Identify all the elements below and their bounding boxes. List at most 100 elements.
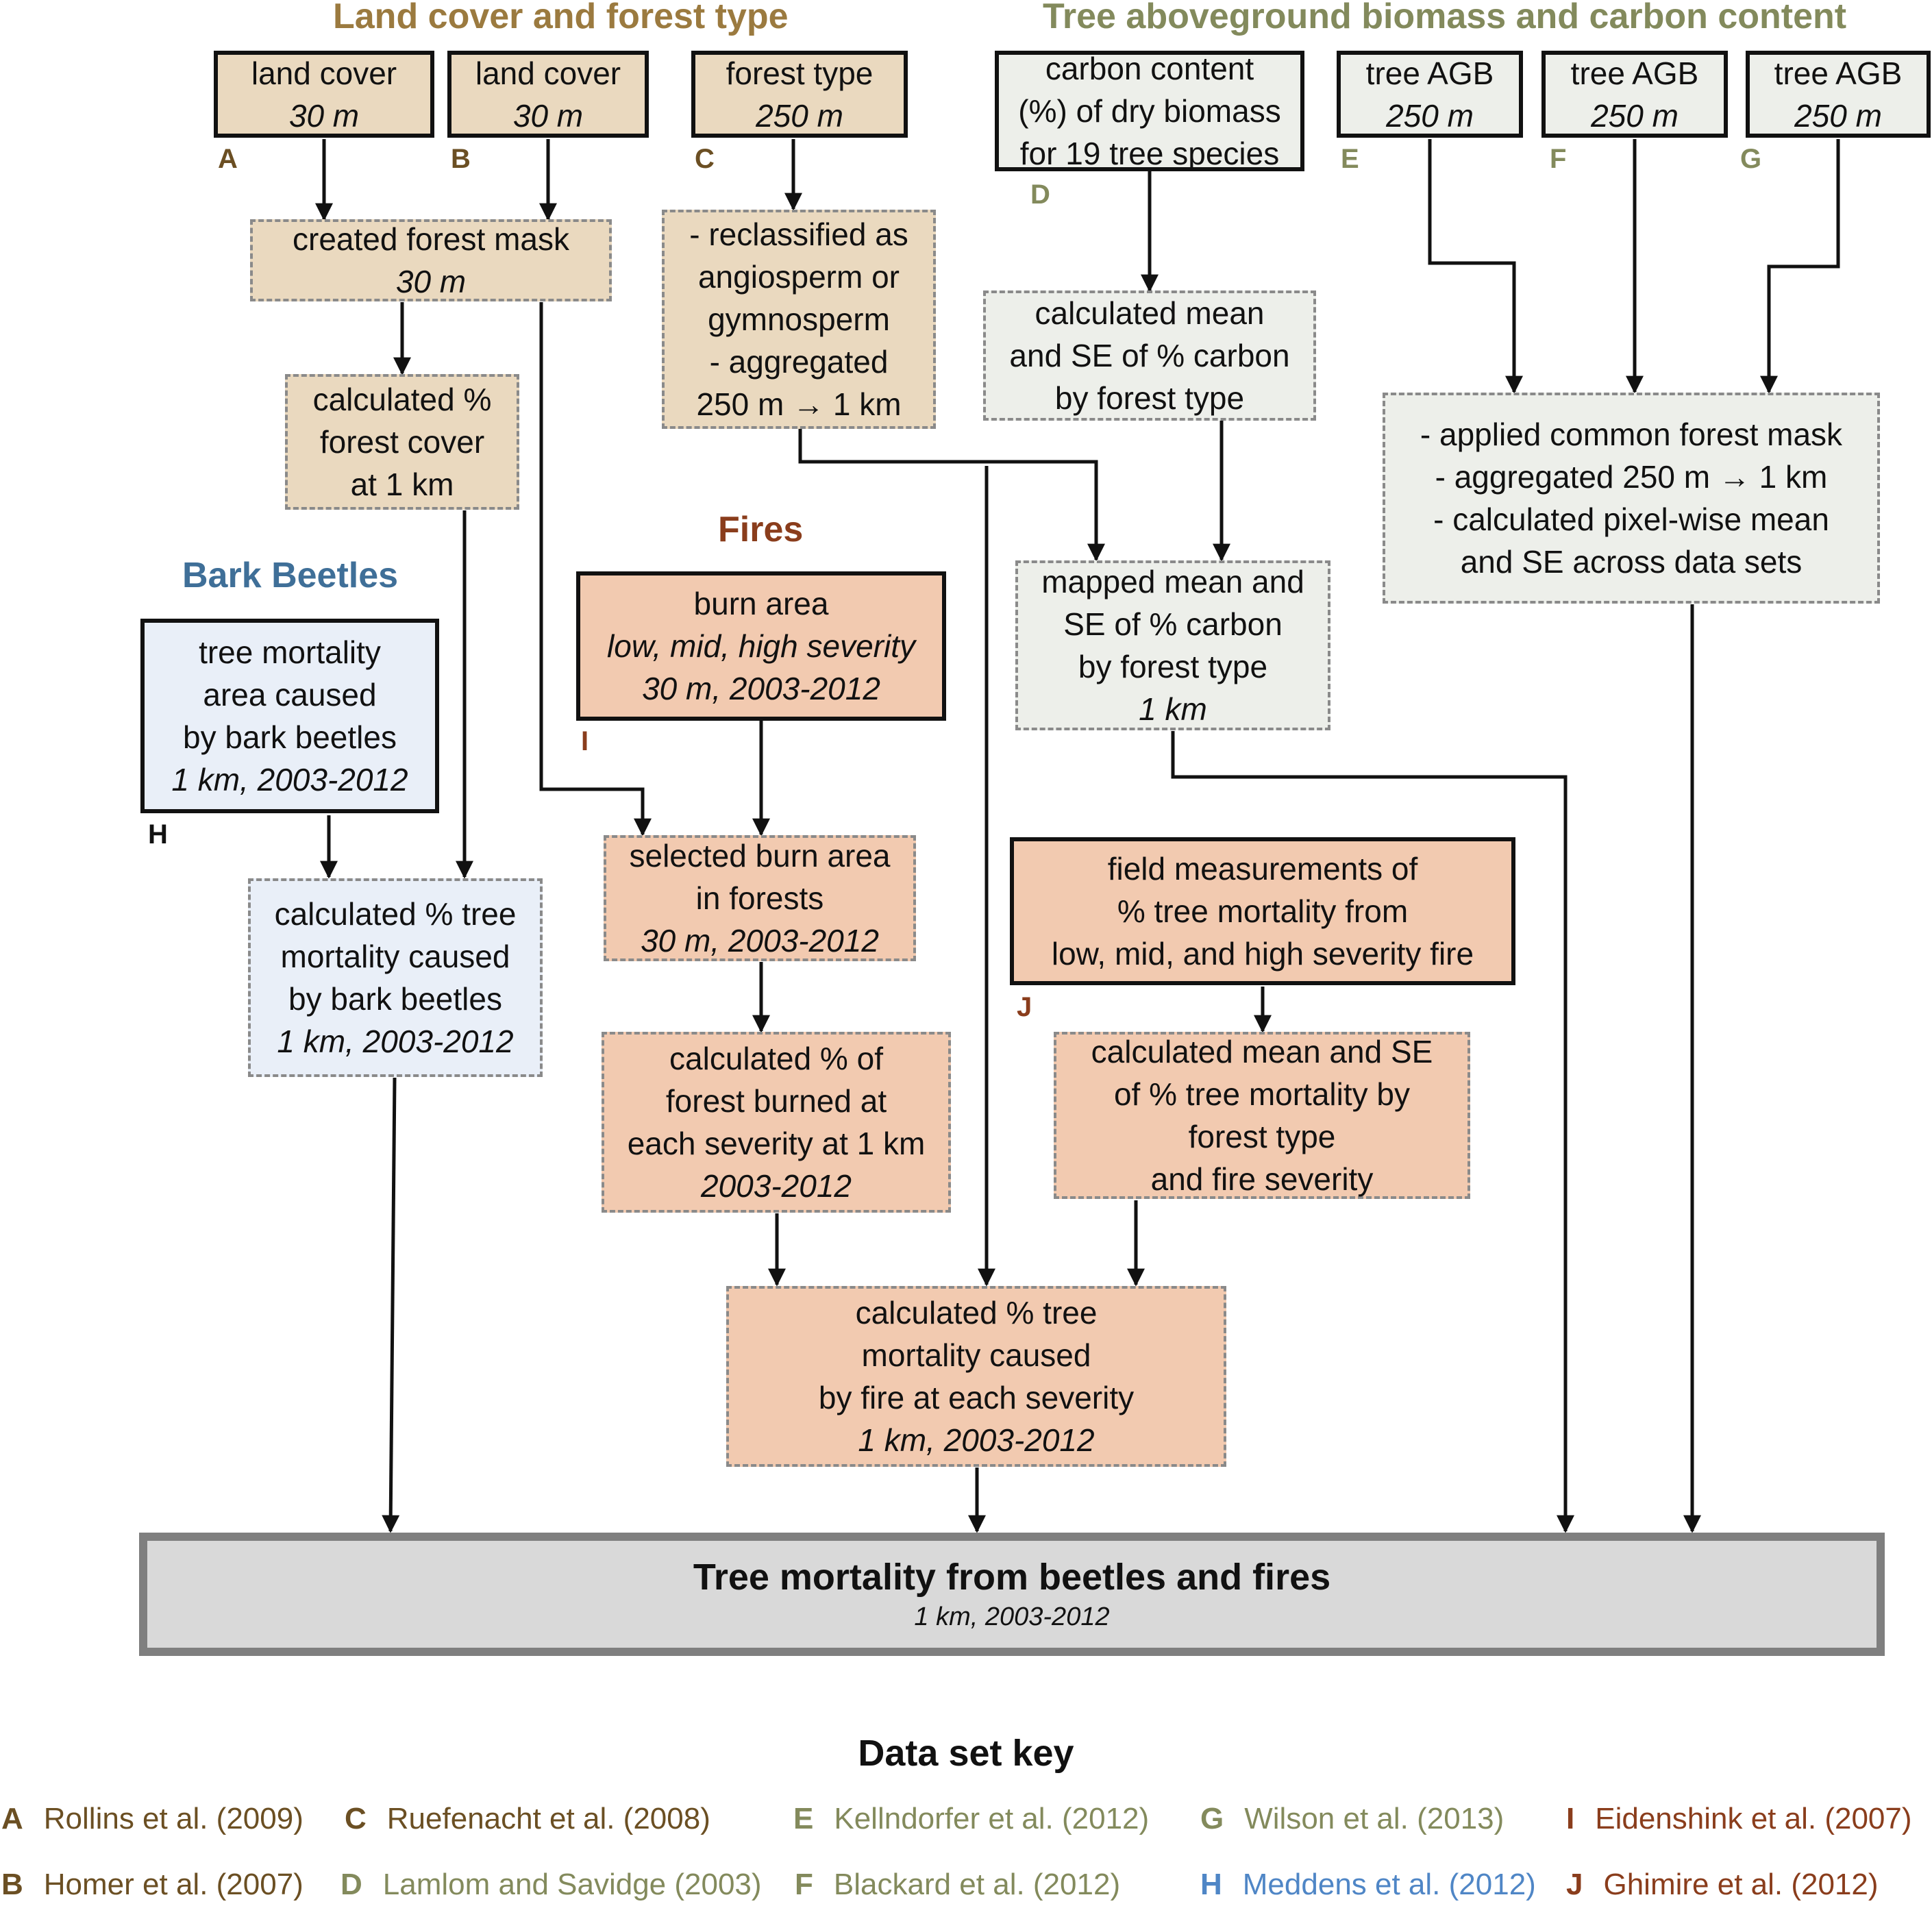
key-item-d: D Lamlom and Savidge (2003) xyxy=(340,1868,762,1902)
key-ref-e: Kellndorfer et al. (2012) xyxy=(834,1802,1150,1835)
fire-mort-line2: mortality caused xyxy=(861,1337,1091,1373)
key-item-b: B Homer et al. (2007) xyxy=(1,1868,304,1902)
mean-mort-line2: of % tree mortality by xyxy=(1113,1076,1411,1112)
node-f-tree-agb: tree AGB 250 m xyxy=(1541,51,1728,138)
label-h: H xyxy=(148,819,168,850)
key-item-a: A Rollins et al. (2009) xyxy=(1,1802,304,1836)
node-i-burn-area: burn area low, mid, high severity 30 m, … xyxy=(576,571,946,721)
node-fire-mortality-calc: calculated % tree mortality caused by fi… xyxy=(726,1286,1226,1467)
pct-forest-line2: forest cover xyxy=(319,424,485,460)
fire-mort-line1: calculated % tree xyxy=(855,1295,1098,1331)
arrow-mapped-to-final xyxy=(1171,731,1574,1533)
key-letter-f: F xyxy=(795,1868,813,1901)
node-d-line3: for 19 tree species xyxy=(1019,136,1280,171)
key-ref-b: Homer et al. (2007) xyxy=(43,1868,304,1901)
key-letter-g: G xyxy=(1200,1802,1224,1835)
label-f: F xyxy=(1550,144,1567,174)
node-beetle-mortality-calc: calculated % tree mortality caused by ba… xyxy=(248,878,543,1077)
key-ref-a: Rollins et al. (2009) xyxy=(43,1802,304,1835)
node-d-line2: (%) of dry biomass xyxy=(1018,93,1281,129)
beetle-mort-line1: calculated % tree xyxy=(274,896,517,932)
key-letter-b: B xyxy=(1,1868,23,1901)
node-e-line1: tree AGB xyxy=(1365,55,1494,91)
node-f-line1: tree AGB xyxy=(1570,55,1699,91)
key-letter-a: A xyxy=(1,1802,23,1835)
node-h-line2: area caused xyxy=(203,677,377,713)
pct-forest-line3: at 1 km xyxy=(350,467,454,502)
key-item-f: F Blackard et al. (2012) xyxy=(795,1868,1120,1902)
agb-proc-line3: - calculated pixel-wise mean xyxy=(1433,502,1829,537)
mapped-carbon-line3: by forest type xyxy=(1078,649,1268,684)
sel-burn-line1: selected burn area xyxy=(629,838,891,874)
node-j-line3: low, mid, and high severity fire xyxy=(1051,936,1474,971)
key-item-g: G Wilson et al. (2013) xyxy=(1200,1802,1504,1836)
section-title-land-cover: Land cover and forest type xyxy=(333,0,789,36)
key-ref-d: Lamlom and Savidge (2003) xyxy=(382,1868,762,1901)
node-b-resolution: 30 m xyxy=(512,97,584,134)
section-title-bark-beetles: Bark Beetles xyxy=(182,556,399,595)
label-c: C xyxy=(695,144,715,174)
key-letter-i: I xyxy=(1566,1802,1575,1835)
mean-mort-line1: calculated mean and SE xyxy=(1091,1034,1433,1069)
key-ref-h: Meddens et al. (2012) xyxy=(1242,1868,1536,1901)
sel-burn-line3: 30 m, 2003-2012 xyxy=(641,923,879,958)
reclass-line4: - aggregated xyxy=(709,344,889,380)
node-i-line3: 30 m, 2003-2012 xyxy=(642,671,880,706)
node-a-resolution: 30 m xyxy=(288,97,360,134)
label-d: D xyxy=(1030,180,1050,210)
pct-burned-line2: forest burned at xyxy=(665,1083,887,1119)
agb-proc-line2: - aggregated 250 m → 1 km xyxy=(1435,459,1828,495)
node-h-line1: tree mortality xyxy=(199,634,381,670)
node-c-forest-type: forest type 250 m xyxy=(691,51,908,138)
node-i-line1: burn area xyxy=(693,586,829,621)
key-letter-e: E xyxy=(793,1802,814,1835)
node-g-resolution: 250 m xyxy=(1794,97,1882,134)
key-ref-f: Blackard et al. (2012) xyxy=(833,1868,1121,1901)
node-g-tree-agb: tree AGB 250 m xyxy=(1746,51,1931,138)
mean-mort-line4: and fire severity xyxy=(1150,1161,1374,1197)
node-reclassified: - reclassified as angiosperm or gymnospe… xyxy=(662,210,936,429)
node-j-field-measurements: field measurements of % tree mortality f… xyxy=(1010,837,1515,985)
arrow-mask-to-selburn xyxy=(539,302,652,837)
forest-mask-line1: created forest mask xyxy=(293,221,569,257)
node-h-beetle-mortality: tree mortality area caused by bark beetl… xyxy=(140,619,439,813)
label-g: G xyxy=(1740,144,1762,174)
mapped-carbon-line4: 1 km xyxy=(1139,691,1207,727)
node-d-line1: carbon content xyxy=(1045,51,1254,86)
sel-burn-line2: in forests xyxy=(695,880,824,916)
node-mean-fire-mortality: calculated mean and SE of % tree mortali… xyxy=(1054,1032,1470,1199)
reclass-line5: 250 m → 1 km xyxy=(696,386,902,422)
node-selected-burn-area: selected burn area in forests 30 m, 2003… xyxy=(604,835,916,961)
node-c-resolution: 250 m xyxy=(756,97,843,134)
key-letter-d: D xyxy=(340,1868,362,1901)
beetle-mort-line2: mortality caused xyxy=(280,939,510,974)
node-pct-forest-cover: calculated % forest cover at 1 km xyxy=(285,374,519,510)
key-ref-c: Ruefenacht et al. (2008) xyxy=(386,1802,710,1835)
mean-carbon-line1: calculated mean xyxy=(1035,295,1265,331)
key-ref-g: Wilson et al. (2013) xyxy=(1244,1802,1504,1835)
beetle-mort-line3: by bark beetles xyxy=(288,981,502,1017)
node-h-line3: by bark beetles xyxy=(183,719,397,755)
node-e-resolution: 250 m xyxy=(1386,97,1474,134)
beetle-mort-line4: 1 km, 2003-2012 xyxy=(277,1024,514,1059)
key-item-e: E Kellndorfer et al. (2012) xyxy=(793,1802,1149,1836)
final-title: Tree mortality from beetles and fires xyxy=(693,1557,1331,1598)
node-created-forest-mask: created forest mask 30 m xyxy=(250,219,612,301)
arrow-g-to-agbproc xyxy=(1760,139,1840,394)
section-title-biomass: Tree aboveground biomass and carbon cont… xyxy=(1043,0,1847,36)
node-a-land-cover: land cover 30 m xyxy=(214,51,434,138)
agb-proc-line4: and SE across data sets xyxy=(1460,544,1803,580)
pct-forest-line1: calculated % xyxy=(312,382,492,417)
node-a-line1: land cover xyxy=(251,55,397,91)
node-mean-carbon: calculated mean and SE of % carbon by fo… xyxy=(983,290,1316,421)
node-agb-processing: - applied common forest mask - aggregate… xyxy=(1383,393,1880,604)
arrow-e-to-agbproc xyxy=(1428,139,1523,394)
final-subtitle: 1 km, 2003-2012 xyxy=(914,1602,1110,1631)
key-letter-h: H xyxy=(1200,1868,1222,1901)
node-e-tree-agb: tree AGB 250 m xyxy=(1337,51,1523,138)
node-c-line1: forest type xyxy=(726,55,874,91)
node-b-line1: land cover xyxy=(475,55,621,91)
arrow-reclass-to-mapped xyxy=(798,428,1105,562)
